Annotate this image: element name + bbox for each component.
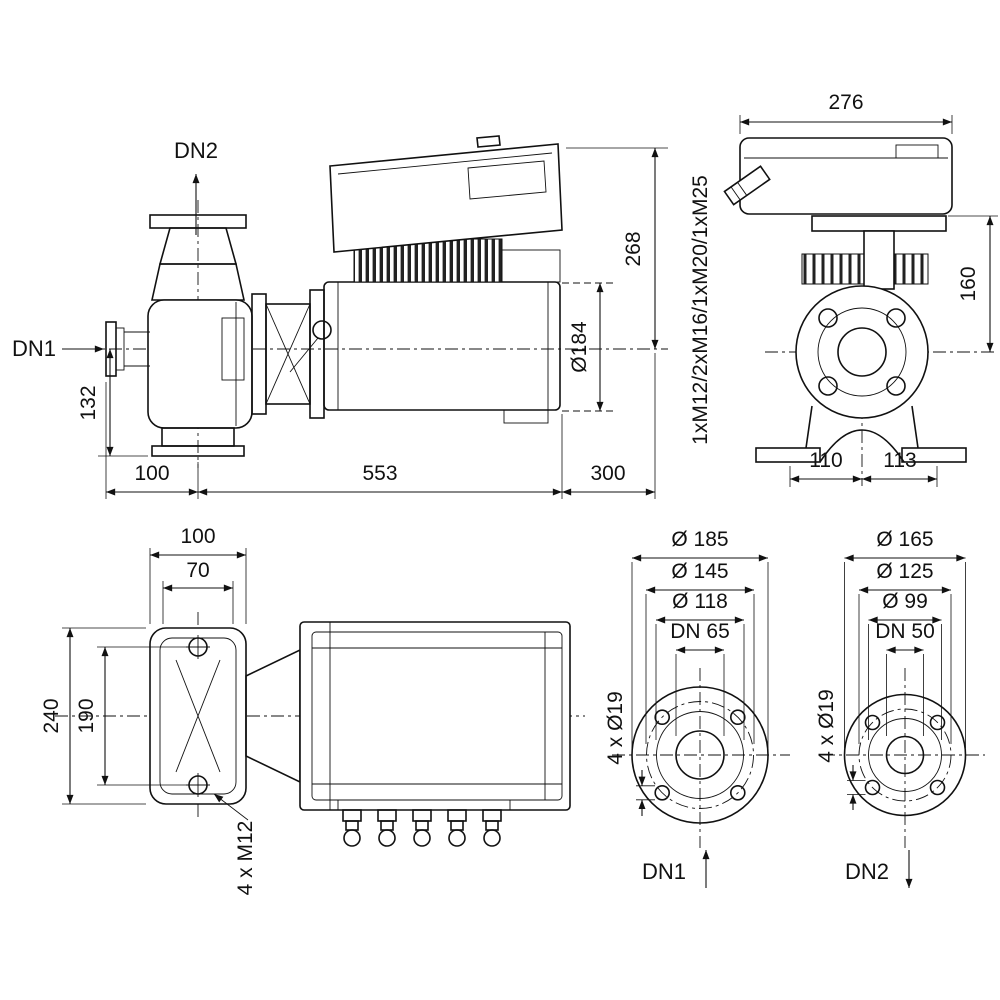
dim-label: Ø 145 [671,560,728,583]
coupling-lantern [251,289,332,419]
cable-gland-spec: 1xM12/2xM16/1xM20/1xM25 [689,175,712,445]
dim-label: 553 [362,462,397,485]
cable-gland [412,809,432,847]
flange-view-dn50: Ø 165 Ø 125 Ø 99 DN 50 4 x Ø19 [815,528,985,888]
bolt-hole [186,773,210,797]
plug-connector [723,165,771,206]
callout-label: 4 x M12 [234,821,257,896]
dim-label: Ø 118 [672,590,728,613]
dim-top-to-axis-160: 160 [948,215,998,352]
front-control-module [723,137,953,215]
dim-bolt-circle-145: Ø 145 [645,560,755,744]
dn2-label: DN2 [174,138,218,163]
dim-bolt-holes-19: 4 x Ø19 [604,691,655,816]
dim-bolt-depth-190: 190 [75,646,186,786]
dim-label: 300 [590,462,625,485]
dim-label: 4 x Ø19 [604,691,627,765]
dim-label: 240 [40,698,63,733]
motor-bracket [811,215,947,232]
dim-label: DN 65 [670,620,730,643]
dim-outer-185: Ø 185 [631,528,769,748]
dim-label: Ø 125 [876,560,933,583]
dim-length-553: 553 [198,414,563,499]
port-dn2: DN2 [174,138,218,235]
dn1-flange-label: DN1 [642,859,686,884]
dim-label: 276 [828,91,863,114]
pump-volute [105,214,253,457]
dim-label: 190 [75,698,98,733]
port-dn1-flow: DN1 [642,850,710,888]
dim-label: 100 [180,525,215,548]
dim-foot-110: 110 [789,449,862,487]
dim-raised-face-99: Ø 99 [868,590,942,740]
control-module [329,135,563,253]
dim-label: Ø 165 [876,528,933,551]
flange-circles [631,686,769,824]
port-dn2-flow: DN2 [845,850,913,888]
dim-label: 4 x Ø19 [815,689,838,763]
dim-foot-113: 113 [862,449,938,487]
dim-label: 132 [77,385,100,420]
dim-nominal-dn50: DN 50 [875,620,935,736]
dim-flange-width-100: 100 [149,525,247,624]
dim-label: 160 [957,266,980,301]
bolt-callout-m12: 4 x M12 [213,793,257,896]
dim-raised-face-118: Ø 118 [655,590,745,740]
front-flange [795,285,929,419]
dn2-flange-label: DN2 [845,859,889,884]
dim-removal-clearance-300: 300 [562,353,656,499]
dim-label: DN 50 [875,620,935,643]
cable-glands [337,799,511,847]
flange-view-dn65: Ø 185 Ø 145 Ø 118 DN 65 4 x Ø19 [604,528,790,888]
dim-width-276: 276 [739,91,953,134]
dim-label: 110 [809,449,842,472]
dim-motor-diameter-184: Ø184 [562,282,614,412]
dim-label: 113 [883,449,916,472]
dim-label: Ø 99 [882,590,928,613]
dim-label: 100 [134,462,169,485]
bracket-stem [863,230,895,290]
dim-label: 70 [186,559,209,582]
dim-label: Ø 185 [671,528,728,551]
cable-gland [342,809,362,847]
motor-body [323,238,561,424]
top-motor-module [299,621,571,811]
flange-circles [843,693,967,817]
dim-bolt-width-70: 70 [162,559,234,624]
dim-flange-depth-240: 240 [40,627,146,805]
dim-inlet-height-132: 132 [77,349,148,457]
front-feet [755,405,967,463]
port-dn1: DN1 [12,336,104,361]
front-view: 276 160 1xM12/2xM16/1xM20/1xM25 110 113 [689,91,998,487]
top-flange [149,627,247,805]
cable-gland [377,809,397,847]
dim-label: Ø184 [568,321,591,373]
dn1-label: DN1 [12,336,56,361]
dim-flange-to-center-100: 100 [105,382,199,499]
dim-bolt-holes-19: 4 x Ø19 [815,689,866,810]
cable-gland [482,809,502,847]
cable-gland [447,809,467,847]
dim-bolt-circle-125: Ø 125 [858,560,952,744]
dim-label: 268 [622,231,645,266]
top-view: 100 70 240 190 4 x M12 [40,525,585,895]
dim-nominal-dn65: DN 65 [670,620,730,736]
dim-outer-165: Ø 165 [844,528,966,748]
dim-height-268: 268 [566,147,668,349]
bolt-hole [186,635,210,659]
side-view: DN2 DN1 132 100 553 300 [12,135,668,499]
